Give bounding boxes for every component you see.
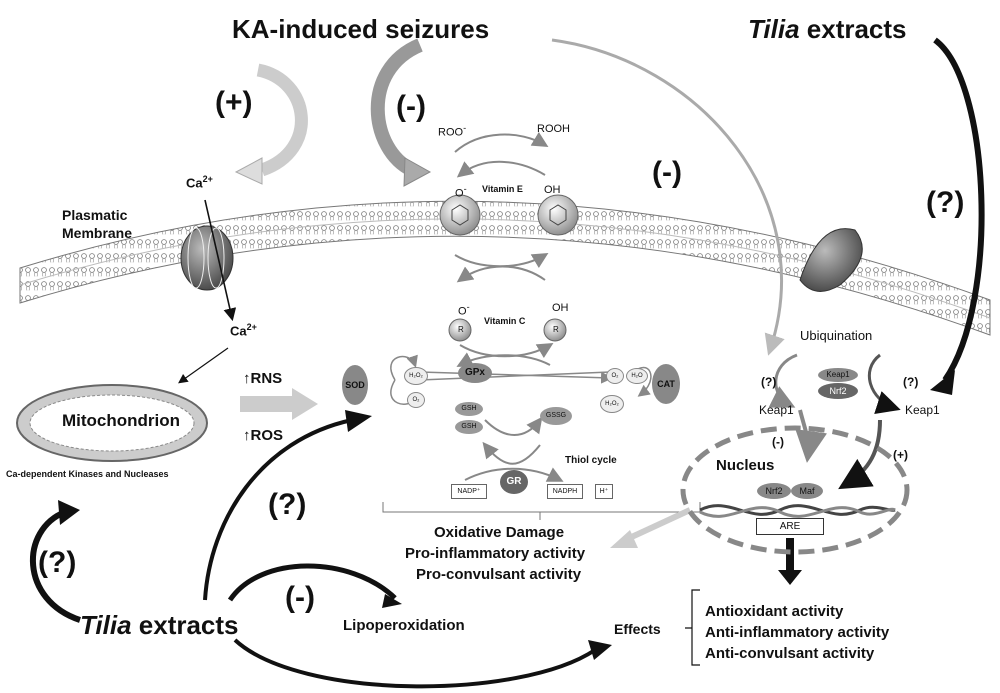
h2o2-bubble-a: H₂O₂ [404, 367, 428, 385]
nucleus-label: Nucleus [716, 457, 775, 474]
effect-antioxidant: Antioxidant activity [705, 603, 844, 620]
question-sign-center: (?) [268, 488, 307, 521]
membrane-label-1: Plasmatic [62, 207, 128, 223]
cat-enzyme: CAT [652, 364, 680, 404]
vitamin-e-molecule [439, 194, 579, 236]
outcome-proinflammatory: Pro-inflammatory activity [405, 545, 586, 562]
ubiquination-label: Ubiquination [800, 328, 873, 343]
nrf2-nuclear: Nrf2 [757, 483, 791, 499]
gr-enzyme: GR [500, 470, 528, 494]
ros-rns-arrow [240, 388, 318, 420]
gpx-enzyme: GPx [458, 363, 492, 383]
effects-label: Effects [614, 621, 661, 637]
ca-to-mito-arrow [178, 347, 229, 384]
ca-ion-bottom: Ca2+ [230, 322, 257, 339]
seizures-to-keap1-arrow [551, 38, 785, 356]
plus-curved-arrow [234, 63, 308, 185]
plus-sign-top: (+) [215, 86, 253, 119]
keap1-left-label: Keap1 [759, 403, 794, 417]
question-sign-left: (?) [38, 546, 77, 579]
title-tilia-top: Tilia extracts [748, 16, 907, 42]
h2o2-bubble-b: H₂O₂ [600, 395, 624, 413]
tilia-to-nrf2-arrow [933, 37, 985, 382]
thiol-cycle-label: Thiol cycle [565, 455, 617, 466]
rns-label: ↑RNS [243, 370, 283, 387]
keap1-complex: Keap1 [818, 368, 858, 382]
nrf2-complex: Nrf2 [818, 383, 858, 399]
minus-sign-right: (-) [652, 156, 682, 189]
tilia-to-sod-arrowhead [345, 410, 372, 432]
ca-ion-top: Ca2+ [186, 174, 213, 191]
effect-antiinflammatory: Anti-inflammatory activity [705, 624, 890, 641]
o2-bubble-a: O₂ [407, 392, 425, 408]
dna-helix [699, 504, 896, 516]
outcome-proconvulsant: Pro-convulsant activity [416, 566, 582, 583]
question-keap-left: (?) [761, 375, 777, 389]
keap1-right-label: Keap1 [905, 403, 940, 417]
minus-sign-nucleus: (-) [772, 435, 784, 449]
maf-protein: Maf [791, 483, 823, 499]
vit-c-o-label: O- [458, 302, 470, 318]
ca-influx-arrow [204, 199, 237, 322]
tilia-bottom-italic: Tilia [80, 610, 132, 640]
mitochondrion-label: Mitochondrion [62, 411, 181, 430]
roo-label: ROO- [438, 123, 467, 139]
gsh-2: GSH [455, 420, 483, 434]
gsh-1: GSH [455, 402, 483, 416]
gssg: GSSG [540, 407, 572, 425]
outcome-oxidative: Oxidative Damage [434, 524, 565, 541]
calcium-channel [180, 225, 234, 291]
vitamin-c-label: Vitamin C [484, 316, 526, 326]
h2o-bubble: H₂O [626, 368, 648, 384]
title-seizures: KA-induced seizures [232, 14, 490, 44]
membrane-transporter [799, 228, 863, 292]
vitamin-c-molecule [448, 318, 567, 342]
vit-c-r-right: R [553, 325, 559, 334]
effect-anticonvulsant: Anti-convulsant activity [705, 645, 875, 662]
sod-enzyme: SOD [342, 365, 368, 405]
minus-sign-bottom: (-) [285, 581, 315, 614]
mito-caption: Ca-dependent Kinases and Nucleases [6, 469, 169, 479]
vitamin-e-label: Vitamin E [482, 184, 523, 194]
minus-sign-top: (-) [396, 90, 426, 123]
vit-e-oh-label: OH [544, 184, 561, 196]
membrane-label-2: Membrane [62, 225, 133, 241]
ros-label: ↑ROS [243, 427, 284, 444]
vit-e-o-label: O- [455, 184, 467, 200]
lipoperoxidation-label: Lipoperoxidation [343, 617, 465, 634]
nadp-box: NADP⁺ [451, 484, 487, 499]
minus-curved-arrow [370, 38, 432, 187]
are-box: ARE [756, 518, 824, 535]
question-sign-right: (?) [926, 186, 965, 219]
vit-c-r-left: R [458, 325, 464, 334]
mitochondrion-shape [16, 384, 208, 462]
question-keap-right: (?) [903, 375, 919, 389]
title-tilia-bottom: Tilia extracts [80, 612, 239, 638]
tilia-top-italic: Tilia [748, 14, 800, 44]
h-box: H⁺ [595, 484, 613, 499]
nucleus-envelope [680, 425, 910, 555]
vit-c-oh-label: OH [552, 302, 569, 314]
o2-bubble-b: O₂ [606, 368, 624, 384]
plus-sign-nucleus: (+) [893, 448, 908, 462]
tilia-bottom-suffix: extracts [131, 610, 239, 640]
rooh-label: ROOH [537, 123, 570, 135]
tilia-top-suffix: extracts [799, 14, 907, 44]
nadph-box: NADPH [547, 484, 583, 499]
